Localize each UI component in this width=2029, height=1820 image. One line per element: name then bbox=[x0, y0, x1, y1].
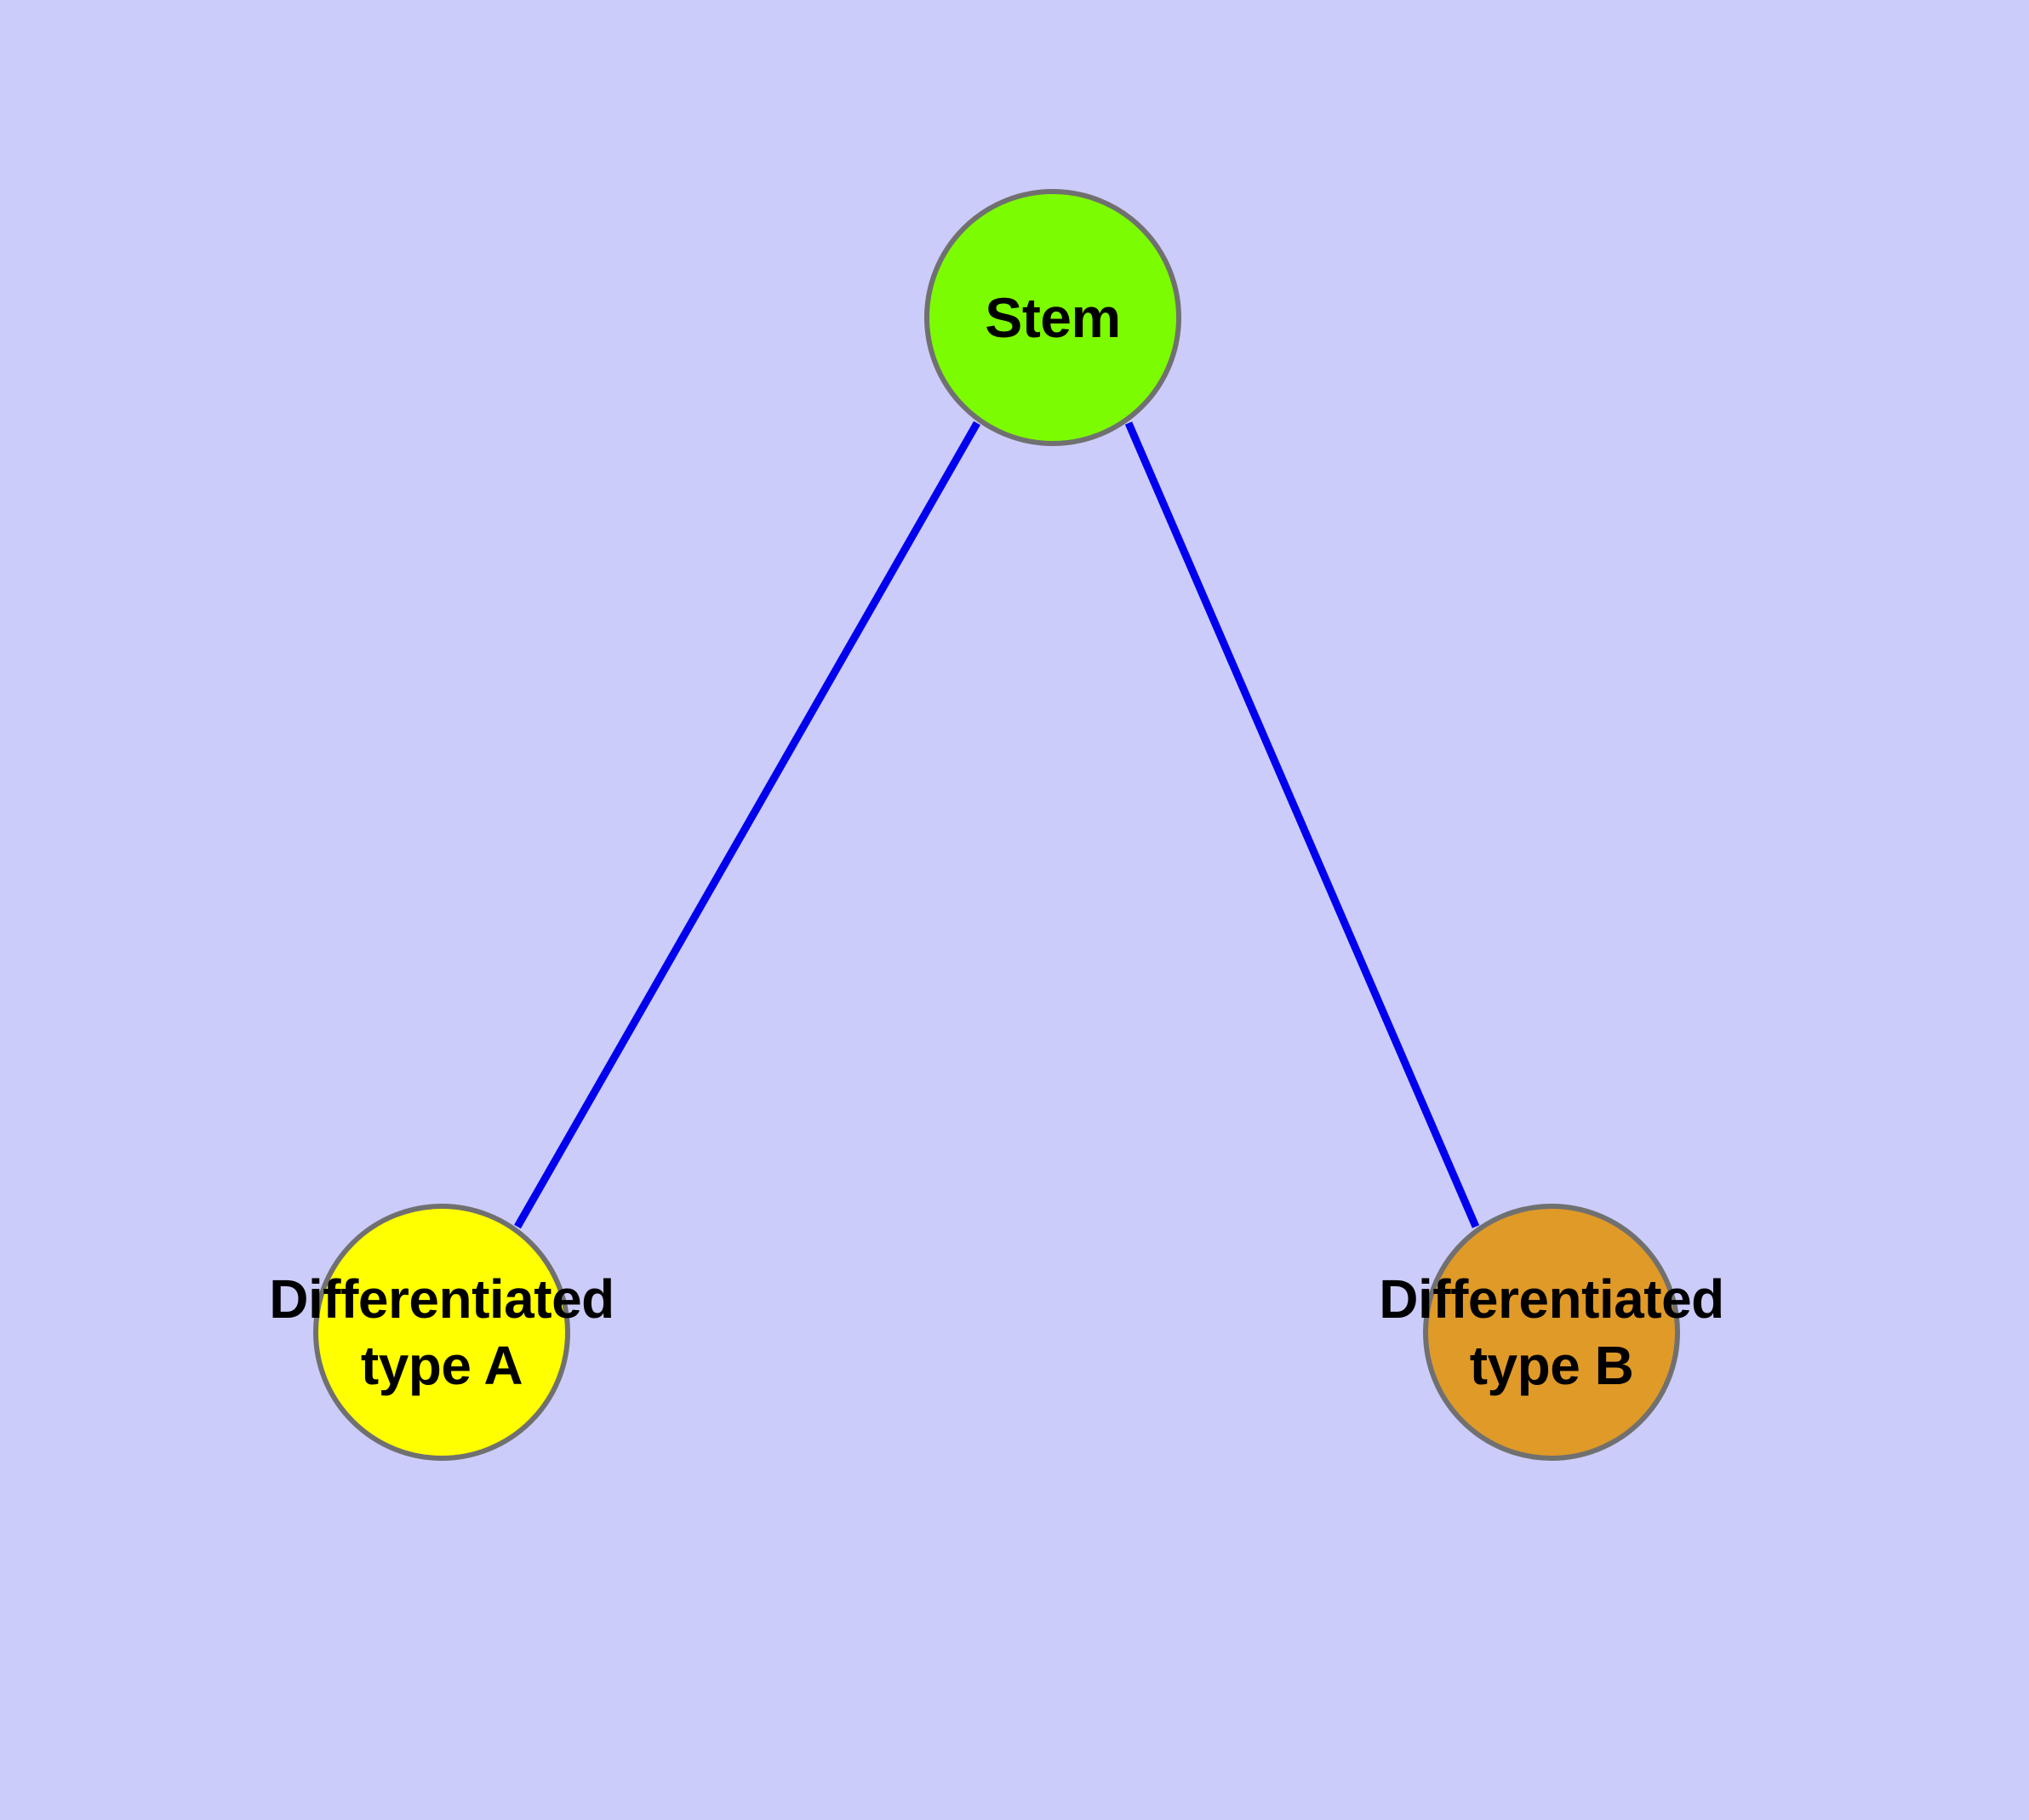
node-differentiated-type-a[interactable]: Differentiated type A bbox=[269, 1204, 614, 1461]
node-differentiated-type-b-circle bbox=[1423, 1204, 1680, 1461]
node-stem-circle bbox=[924, 189, 1181, 446]
node-differentiated-type-a-circle bbox=[313, 1204, 570, 1461]
node-stem[interactable]: Stem bbox=[924, 189, 1181, 446]
node-differentiated-type-b-label: Differentiated type B bbox=[1379, 1268, 1724, 1396]
edge-stem-to-differentiated-a[interactable] bbox=[514, 421, 980, 1229]
node-differentiated-type-b[interactable]: Differentiated type B bbox=[1379, 1204, 1724, 1461]
edge-stem-to-differentiated-b[interactable] bbox=[1124, 421, 1480, 1228]
node-differentiated-type-a-label: Differentiated type A bbox=[269, 1268, 614, 1396]
node-stem-label: Stem bbox=[985, 285, 1121, 349]
